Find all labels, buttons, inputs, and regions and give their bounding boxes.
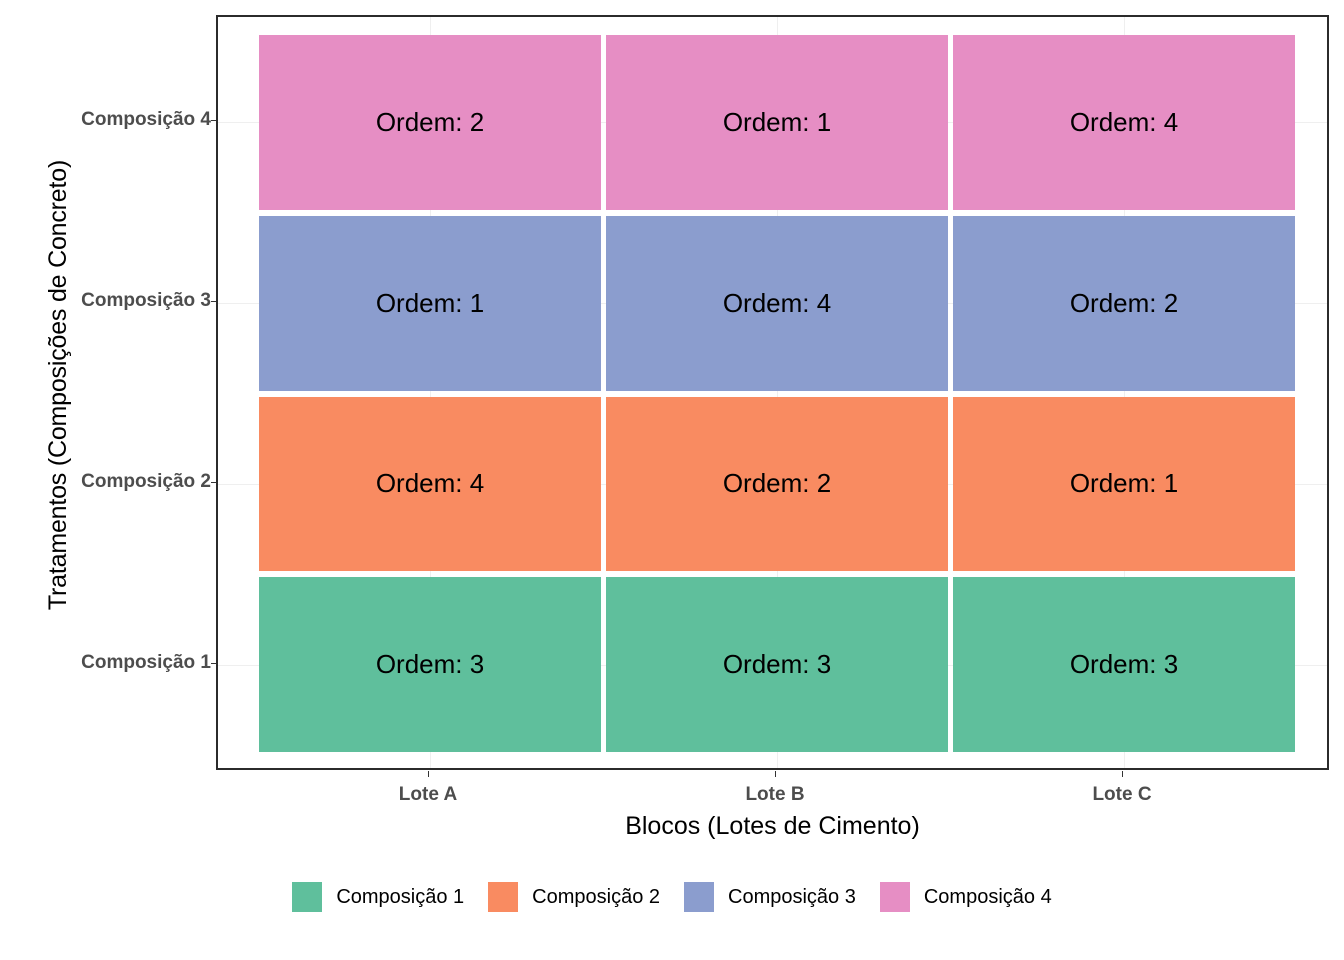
y-tick-mark [211, 301, 217, 303]
tile-label: Ordem: 2 [722, 468, 832, 499]
gridline-vertical [777, 17, 778, 768]
x-tick-label: Lote C [1092, 784, 1152, 805]
legend-label: Composição 4 [923, 885, 1052, 908]
tile-label: Ordem: 3 [1069, 649, 1179, 680]
tile-cell: Ordem: 3 [606, 577, 948, 752]
y-tick-label: Composição 1 [81, 651, 211, 673]
legend: Composição 1 Composição 2 Composição 3 Comp… [0, 882, 1344, 912]
x-tick-label: Lote B [745, 784, 805, 805]
tile-label: Ordem: 4 [1069, 106, 1179, 137]
tile-cell: Ordem: 1 [953, 396, 1295, 572]
legend-item[interactable]: Composição 1 [292, 882, 464, 912]
legend-label: Composição 3 [728, 885, 856, 908]
legend-item[interactable]: Composição 3 [684, 882, 856, 912]
legend-color-swatch [488, 882, 519, 912]
legend-item[interactable]: Composição 2 [488, 882, 660, 912]
gridline-vertical [430, 17, 431, 768]
tile-cell: Ordem: 3 [259, 577, 601, 752]
legend-item[interactable]: Composição 4 [879, 882, 1052, 912]
legend-color-swatch [684, 882, 714, 912]
y-tick-mark [211, 120, 217, 122]
legend-label: Composição 1 [336, 885, 465, 908]
legend-color-swatch [879, 882, 910, 912]
tile-label: Ordem: 1 [375, 287, 485, 318]
tile-label: Ordem: 1 [1069, 468, 1179, 499]
tile-cell: Ordem: 4 [606, 215, 948, 391]
tile-label: Ordem: 2 [1069, 287, 1179, 318]
tile-label: Ordem: 2 [375, 106, 485, 137]
tile-label: Ordem: 4 [722, 287, 832, 318]
tile-cell: Ordem: 4 [953, 35, 1295, 210]
tile-cell: Ordem: 2 [259, 35, 601, 210]
x-tick-mark [428, 771, 429, 777]
tile-cell: Ordem: 1 [606, 35, 948, 210]
tile-label: Ordem: 3 [722, 649, 832, 680]
tile-cell: Ordem: 2 [606, 396, 948, 572]
y-tick-label: Composição 4 [81, 109, 211, 131]
x-tick-mark [1122, 771, 1123, 777]
gridline-vertical [1124, 17, 1125, 768]
x-axis-title: Blocos (Lotes de Cimento) [625, 812, 920, 840]
legend-color-swatch [292, 882, 323, 912]
tile-label: Ordem: 1 [722, 106, 832, 137]
plot-panel: Ordem: 2 Ordem: 1 Ordem: 4 Ordem: 1 Ordem: 4… [216, 15, 1329, 770]
legend-label: Composição 2 [532, 885, 660, 908]
x-tick-mark [775, 771, 776, 777]
y-tick-mark [211, 662, 217, 664]
tile-cell: Ordem: 4 [259, 396, 601, 572]
y-tick-label: Composição 3 [81, 290, 211, 312]
tile-cell: Ordem: 2 [953, 215, 1295, 391]
tile-label: Ordem: 3 [375, 649, 485, 680]
tile-label: Ordem: 4 [375, 468, 485, 499]
tile-cell: Ordem: 3 [953, 577, 1295, 752]
x-tick-label: Lote A [398, 784, 458, 805]
y-tick-mark [211, 481, 217, 483]
tile-cell: Ordem: 1 [259, 215, 601, 391]
y-tick-label: Composição 2 [81, 470, 211, 492]
